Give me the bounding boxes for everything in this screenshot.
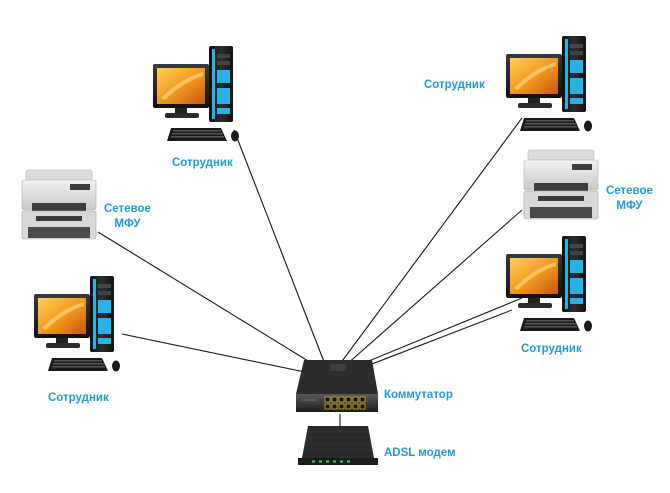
link-employee-top-left — [233, 129, 329, 373]
mfu-label-line2: МФУ — [114, 218, 141, 230]
employee-label-top-right: Сотрудник — [424, 79, 485, 91]
link-mfu-left — [97, 231, 327, 373]
modem-label: ADSL модем — [384, 447, 456, 459]
adsl-modem-icon — [297, 425, 379, 466]
computer-icon — [506, 36, 592, 132]
employee-label-bottom-right: Сотрудник — [521, 343, 582, 355]
computer-icon — [153, 46, 239, 142]
printer-icon — [523, 149, 599, 220]
employee-label-bottom-left: Сотрудник — [48, 392, 109, 404]
link-employee-bottom-right — [345, 309, 513, 375]
mfu-label-right: Сетевое МФУ — [606, 184, 653, 214]
network-switch-icon — [295, 359, 379, 413]
mfu-label-line1: Сетевое — [104, 203, 151, 215]
mfu-label-left: Сетевое МФУ — [104, 202, 151, 232]
link-mfu-right — [337, 209, 523, 373]
link-employee-bottom-left — [121, 333, 325, 377]
computer-icon — [34, 276, 120, 372]
employee-label-top-left: Сотрудник — [172, 157, 233, 169]
mfu-label-line1: Сетевое — [606, 185, 653, 197]
switch-label: Коммутатор — [384, 389, 453, 401]
link-employee-right — [341, 297, 523, 373]
link-employee-top-right — [333, 117, 523, 373]
printer-icon — [21, 169, 97, 240]
network-links — [97, 117, 523, 426]
computer-icon — [506, 236, 592, 332]
mfu-label-line2: МФУ — [616, 200, 643, 212]
